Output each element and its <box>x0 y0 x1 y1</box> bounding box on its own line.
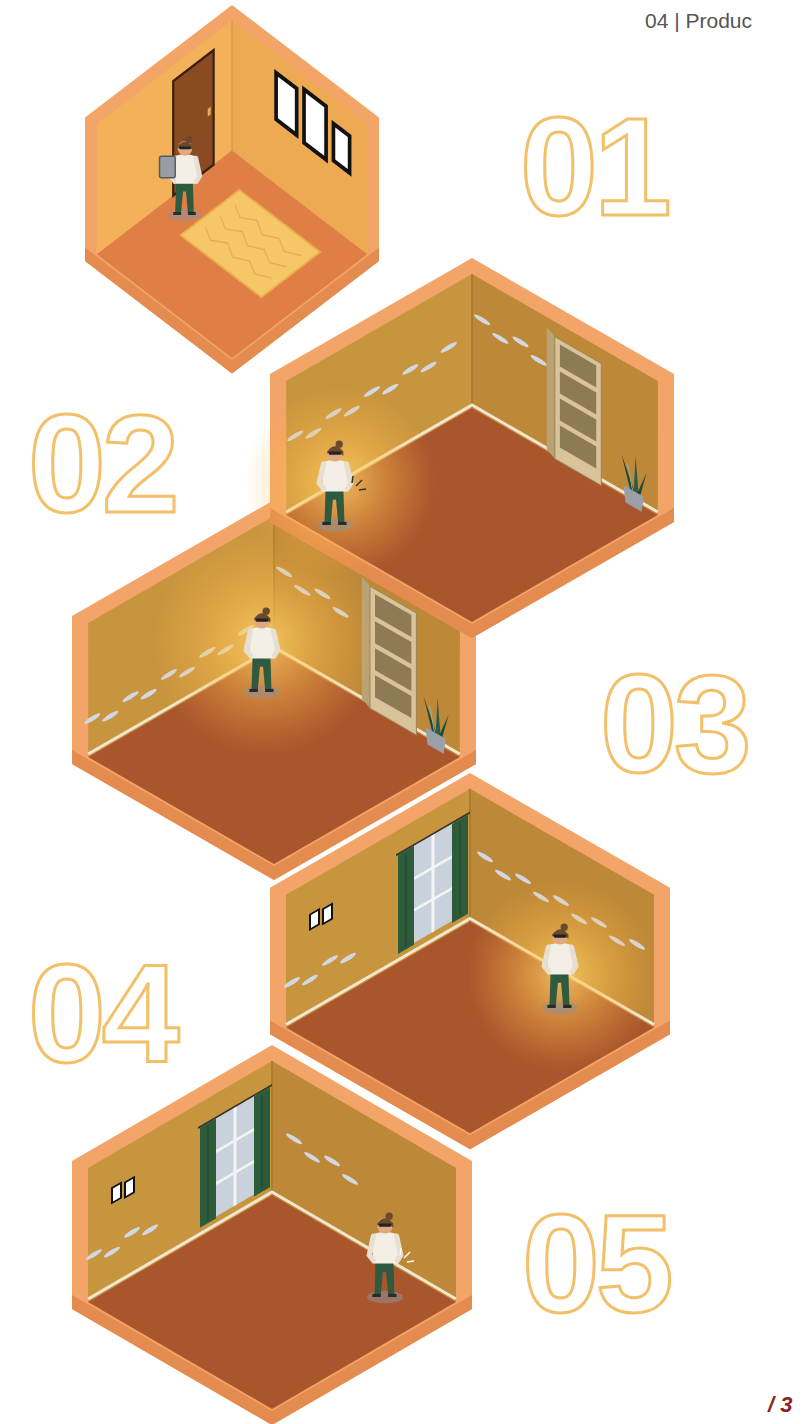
footprints <box>286 1132 358 1187</box>
step-number: 02 <box>28 394 176 534</box>
tap-mark <box>404 1252 410 1258</box>
picture-frames <box>112 1175 134 1205</box>
person-figure <box>317 440 353 531</box>
page-number: / 3 <box>768 1394 792 1416</box>
person-figure <box>168 136 201 221</box>
right-wall-items <box>286 1132 358 1187</box>
person-figure <box>244 607 280 698</box>
right-wall-items <box>474 285 647 514</box>
person-figure <box>367 1212 403 1303</box>
picture-frame <box>304 89 326 159</box>
page-header: 04 | Produc <box>645 10 752 31</box>
person <box>244 607 280 698</box>
tap-mark <box>356 480 362 486</box>
step-number: 05 <box>522 1194 670 1334</box>
room-shell <box>85 5 379 374</box>
rug-pattern <box>206 227 272 278</box>
person <box>160 136 202 221</box>
step-number: 01 <box>520 97 668 237</box>
picture-frame <box>276 73 297 135</box>
picture-frame <box>333 124 349 173</box>
tap-mark <box>407 1261 414 1262</box>
light-glow <box>153 530 377 754</box>
person <box>542 923 578 1014</box>
rug <box>181 190 321 297</box>
tablet <box>160 156 176 178</box>
step-number: 03 <box>600 654 748 794</box>
curtained-window <box>396 813 470 956</box>
tap-mark <box>359 489 366 490</box>
person <box>317 440 353 531</box>
person-figure <box>542 923 578 1014</box>
rug-pattern <box>220 216 286 267</box>
footprints <box>474 313 547 368</box>
rug-pattern <box>235 205 301 256</box>
tap-marks <box>352 476 366 490</box>
curtained-window <box>198 1085 272 1229</box>
step-number: 04 <box>28 944 176 1084</box>
left-wall-items <box>86 1085 272 1294</box>
potted-plant <box>423 690 448 757</box>
footprints <box>86 1215 158 1270</box>
footprints <box>284 943 356 998</box>
light-glow <box>467 880 657 1070</box>
tap-marks <box>400 1248 414 1262</box>
picture-frames <box>310 902 332 931</box>
potted-plant <box>621 448 646 515</box>
tap-mark <box>400 1248 401 1255</box>
door-knob <box>208 107 211 117</box>
right-wall-items <box>276 68 350 178</box>
bookshelf <box>547 327 602 485</box>
tap-mark <box>352 476 353 483</box>
person <box>367 1212 403 1303</box>
room-1 <box>85 5 379 374</box>
